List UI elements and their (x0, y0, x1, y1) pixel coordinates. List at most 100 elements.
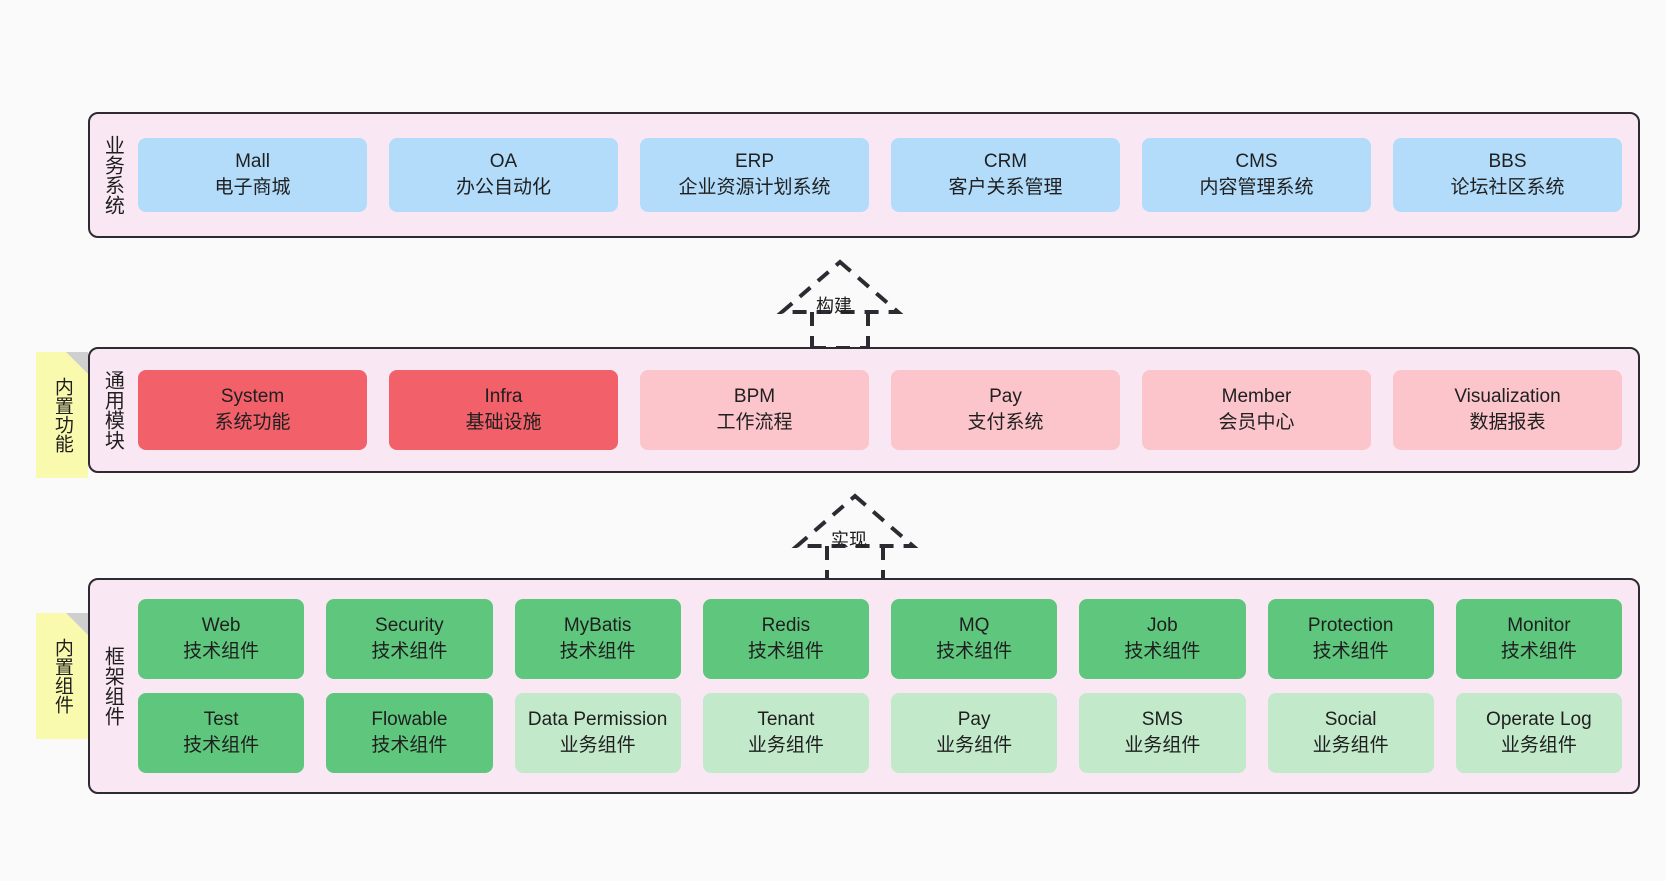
card-subtitle: 工作流程 (716, 412, 793, 433)
card-system[interactable]: System 系统功能 (138, 370, 367, 450)
card-member[interactable]: Member 会员中心 (1142, 370, 1371, 450)
card-social[interactable]: Social 业务组件 (1267, 693, 1434, 773)
card-title: Operate Log (1486, 709, 1592, 731)
card-protection[interactable]: Protection 技术组件 (1267, 599, 1434, 679)
card-mybatis[interactable]: MyBatis 技术组件 (514, 599, 681, 679)
card-title: CMS (1235, 151, 1278, 173)
card-subtitle: 技术组件 (1124, 641, 1201, 662)
card-subtitle: 技术组件 (371, 735, 448, 756)
card-job[interactable]: Job 技术组件 (1079, 599, 1246, 679)
card-title: Redis (761, 615, 811, 637)
card-subtitle: 论坛社区系统 (1450, 177, 1565, 198)
layer-title-business: 业务系统 (101, 135, 124, 215)
card-bpm[interactable]: BPM 工作流程 (640, 370, 869, 450)
card-security[interactable]: Security 技术组件 (326, 599, 493, 679)
card-subtitle: 业务组件 (1124, 735, 1201, 756)
card-subtitle: 技术组件 (1500, 641, 1577, 662)
card-title: Security (375, 615, 444, 637)
layer-common-modules: 通用模块 System 系统功能 Infra 基础设施 BPM 工作流程 Pay… (88, 347, 1640, 473)
card-title: Pay (989, 386, 1022, 408)
connector-label-implement: 实现 (831, 530, 867, 550)
business-row: Mall 电子商城 OA 办公自动化 ERP 企业资源计划系统 CRM 客户关系… (138, 138, 1622, 212)
card-operate-log[interactable]: Operate Log 业务组件 (1455, 693, 1622, 773)
card-subtitle: 技术组件 (1312, 641, 1389, 662)
card-subtitle: 技术组件 (371, 641, 448, 662)
card-subtitle: 数据报表 (1469, 412, 1546, 433)
card-monitor[interactable]: Monitor 技术组件 (1455, 599, 1622, 679)
card-subtitle: 业务组件 (747, 735, 824, 756)
card-title: Monitor (1507, 615, 1571, 637)
card-title: MyBatis (563, 615, 632, 637)
sticky-note-label: 内置功能 (51, 377, 73, 453)
framework-row-1: Web 技术组件 Security 技术组件 MyBatis 技术组件 Redi… (138, 599, 1622, 679)
card-sms[interactable]: SMS 业务组件 (1079, 693, 1246, 773)
layer-title-modules: 通用模块 (101, 370, 124, 450)
layer-body-modules: System 系统功能 Infra 基础设施 BPM 工作流程 Pay 支付系统… (134, 349, 1638, 471)
card-mall[interactable]: Mall 电子商城 (138, 138, 367, 212)
card-subtitle: 支付系统 (967, 412, 1044, 433)
card-crm[interactable]: CRM 客户关系管理 (891, 138, 1120, 212)
card-title: Test (203, 709, 239, 731)
card-subtitle: 技术组件 (936, 641, 1013, 662)
card-subtitle: 办公自动化 (455, 177, 551, 198)
card-title: Visualization (1454, 386, 1561, 408)
card-web[interactable]: Web 技术组件 (138, 599, 305, 679)
card-visualization[interactable]: Visualization 数据报表 (1393, 370, 1622, 450)
card-title: Tenant (757, 709, 815, 731)
card-title: Member (1221, 386, 1292, 408)
layer-business-systems: 业务系统 Mall 电子商城 OA 办公自动化 ERP 企业资源计划系统 CRM… (88, 112, 1640, 238)
card-mq[interactable]: MQ 技术组件 (891, 599, 1058, 679)
card-data-permission[interactable]: Data Permission 业务组件 (514, 693, 681, 773)
card-title: Job (1147, 615, 1178, 637)
card-title: Web (201, 615, 241, 637)
card-subtitle: 基础设施 (465, 412, 542, 433)
card-redis[interactable]: Redis 技术组件 (702, 599, 869, 679)
card-infra[interactable]: Infra 基础设施 (389, 370, 618, 450)
card-title: Data Permission (527, 709, 668, 731)
card-cms[interactable]: CMS 内容管理系统 (1142, 138, 1371, 212)
connector-implement: 实现 (765, 490, 945, 584)
card-erp[interactable]: ERP 企业资源计划系统 (640, 138, 869, 212)
sticky-note-builtin-functions: 内置功能 (36, 352, 88, 478)
framework-row-2: Test 技术组件 Flowable 技术组件 Data Permission … (138, 693, 1622, 773)
card-title: MQ (958, 615, 990, 637)
card-title: Flowable (371, 709, 448, 731)
card-title: BPM (733, 386, 776, 408)
card-subtitle: 业务组件 (559, 735, 636, 756)
card-title: System (220, 386, 285, 408)
card-title: Social (1324, 709, 1377, 731)
layer-framework-components: 框架组件 Web 技术组件 Security 技术组件 MyBatis 技术组件… (88, 578, 1640, 794)
connector-build: 构建 (750, 256, 930, 350)
connector-label-build: 构建 (816, 296, 852, 316)
card-title: Mall (235, 151, 270, 173)
card-subtitle: 业务组件 (1312, 735, 1389, 756)
folded-corner-icon (66, 613, 88, 635)
card-subtitle: 业务组件 (1500, 735, 1577, 756)
card-test[interactable]: Test 技术组件 (138, 693, 305, 773)
card-title: SMS (1141, 709, 1183, 731)
card-subtitle: 技术组件 (183, 735, 260, 756)
card-title: BBS (1488, 151, 1527, 173)
card-subtitle: 电子商城 (214, 177, 291, 198)
card-pay[interactable]: Pay 支付系统 (891, 370, 1120, 450)
layer-body-framework: Web 技术组件 Security 技术组件 MyBatis 技术组件 Redi… (134, 580, 1638, 792)
modules-row: System 系统功能 Infra 基础设施 BPM 工作流程 Pay 支付系统… (138, 370, 1622, 450)
card-subtitle: 系统功能 (214, 412, 291, 433)
card-subtitle: 内容管理系统 (1199, 177, 1314, 198)
card-tenant[interactable]: Tenant 业务组件 (702, 693, 869, 773)
card-oa[interactable]: OA 办公自动化 (389, 138, 618, 212)
card-title: ERP (734, 151, 775, 173)
card-subtitle: 客户关系管理 (948, 177, 1063, 198)
card-pay-component[interactable]: Pay 业务组件 (891, 693, 1058, 773)
layer-title-framework: 框架组件 (101, 646, 124, 726)
card-subtitle: 技术组件 (559, 641, 636, 662)
card-title: Infra (484, 386, 523, 408)
card-bbs[interactable]: BBS 论坛社区系统 (1393, 138, 1622, 212)
card-subtitle: 技术组件 (747, 641, 824, 662)
layer-body-business: Mall 电子商城 OA 办公自动化 ERP 企业资源计划系统 CRM 客户关系… (134, 114, 1638, 236)
sticky-note-label: 内置组件 (51, 638, 73, 714)
card-subtitle: 会员中心 (1218, 412, 1295, 433)
card-flowable[interactable]: Flowable 技术组件 (326, 693, 493, 773)
sticky-note-builtin-components: 内置组件 (36, 613, 88, 739)
